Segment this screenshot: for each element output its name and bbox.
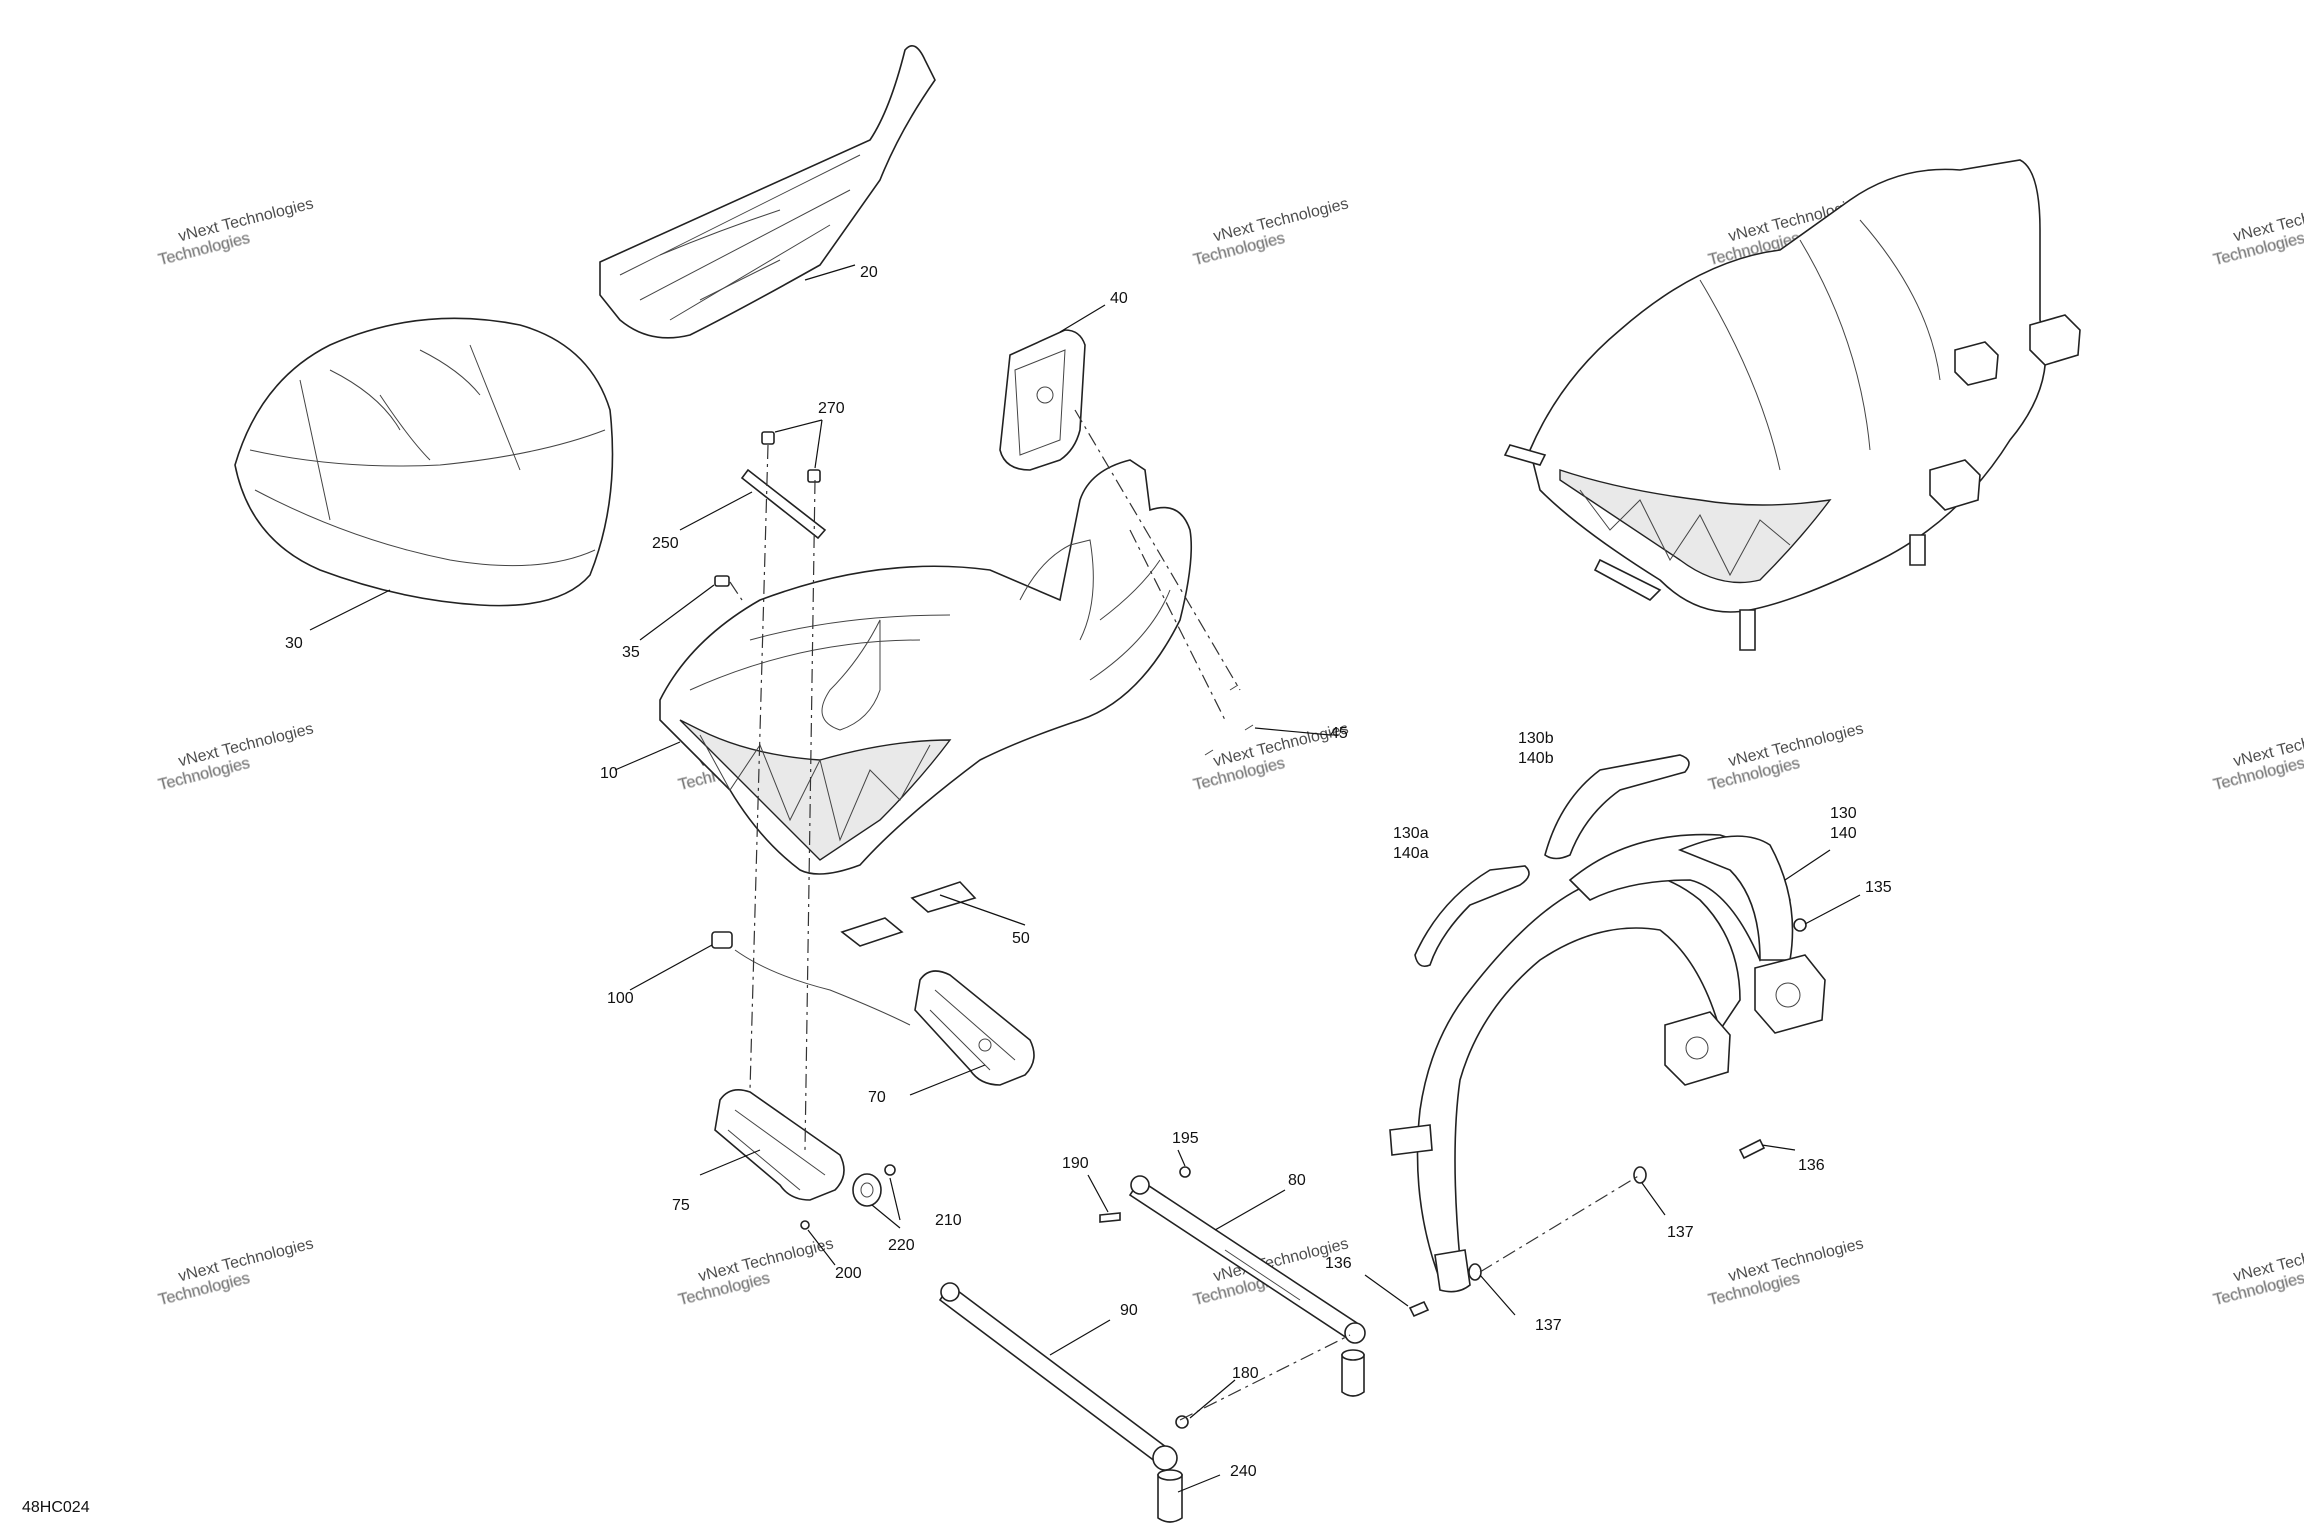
part-80-cross-tube-upper[interactable] [1128,1175,1366,1344]
callout-135: 135 [1865,879,1892,896]
callout-50: 50 [1012,930,1030,947]
part-240-bushing[interactable] [1157,1469,1183,1523]
part-retractor-left[interactable] [1664,1011,1731,1086]
part-190-bolt[interactable] [1099,1212,1121,1223]
callout-195: 195 [1172,1130,1199,1147]
leader-lines [309,264,1861,1493]
watermark: Technologies vNext Technologies [1191,195,1350,269]
part-270-nut[interactable] [761,431,821,483]
callout-137-upper: 137 [1667,1224,1694,1241]
callout-140b: 140b [1518,750,1554,767]
watermark: Technologies vNext Technologies [156,1235,315,1309]
part-137-washer[interactable] [1468,1166,1647,1281]
callout-35: 35 [622,644,640,661]
watermark: Technologies vNext Technologies [676,1235,835,1309]
watermark: Technologies vNext Technologies [156,195,315,269]
callout-180: 180 [1232,1365,1259,1382]
callout-137-lower: 137 [1535,1317,1562,1334]
part-130b-belt-guide[interactable] [1544,754,1690,860]
callout-240: 240 [1230,1463,1257,1480]
part-100-latch-handle[interactable] [711,931,911,1026]
part-40-headrest-bracket[interactable] [999,329,1086,471]
part-90-cross-tube-lower[interactable] [938,1282,1178,1471]
watermark: Technologies vNext Technologies [2211,1235,2304,1309]
part-210-nut[interactable] [884,1164,896,1176]
callout-130b: 130b [1518,730,1554,747]
part-70-slide-rail-left[interactable] [914,970,1035,1086]
part-220-roller[interactable] [852,1173,882,1207]
callout-140a: 140a [1393,845,1429,862]
callout-200: 200 [835,1265,862,1282]
callout-136-lower: 136 [1325,1255,1352,1272]
callout-130: 130 [1830,805,1857,822]
part-250-bracket-plate[interactable] [740,468,827,540]
callout-40: 40 [1110,290,1128,307]
callout-45: 45 [1330,725,1348,742]
callout-30: 30 [285,635,303,652]
part-200-screw[interactable] [800,1220,810,1230]
callout-90: 90 [1120,1302,1138,1319]
watermark: Technologies vNext Technologies [1706,720,1865,794]
part-50-pads[interactable] [840,881,977,947]
callout-labels: 20 30 40 270 250 35 10 45 130b 140b 130 … [285,264,1892,1480]
alignment-lines [729,409,1641,1421]
watermark: Technologies vNext Technologies [1706,1235,1865,1309]
callout-270: 270 [818,400,845,417]
callout-10: 10 [600,765,618,782]
part-45-screws[interactable] [1204,684,1254,756]
part-75-slide-rail-right[interactable] [714,1089,845,1201]
callout-136-upper: 136 [1798,1157,1825,1174]
callout-80: 80 [1288,1172,1306,1189]
callout-20: 20 [860,264,878,281]
callout-100: 100 [607,990,634,1007]
diagram-id-label: 48HC024 [22,1499,90,1516]
watermark: Technologies vNext Technologies [156,720,315,794]
part-195-nut[interactable] [1179,1166,1191,1178]
watermark: Technologies vNext Technologies [2211,195,2304,269]
part-130-seat-belt[interactable] [1389,833,1794,1293]
callout-210: 210 [935,1212,962,1229]
part-136-bolt[interactable] [1408,1138,1766,1318]
callout-250: 250 [652,535,679,552]
part-180-nut[interactable] [1175,1415,1189,1429]
bushing-upper[interactable] [1341,1349,1365,1397]
callout-130a: 130a [1393,825,1429,842]
part-10-seat-shell[interactable] [659,459,1193,875]
part-20-backrest-cushion[interactable] [599,44,936,339]
assembled-seat-view [1503,159,2081,651]
part-35-clip[interactable] [714,575,730,587]
callout-190: 190 [1062,1155,1089,1172]
part-135-retractor[interactable] [1754,918,1826,1034]
callout-220: 220 [888,1237,915,1254]
watermark: Technologies vNext Technologies [2211,720,2304,794]
part-30-seat-cushion[interactable] [234,317,614,607]
callout-70: 70 [868,1089,886,1106]
part-130a-belt-guide[interactable] [1414,865,1530,968]
callout-140: 140 [1830,825,1857,842]
callout-75: 75 [672,1197,690,1214]
